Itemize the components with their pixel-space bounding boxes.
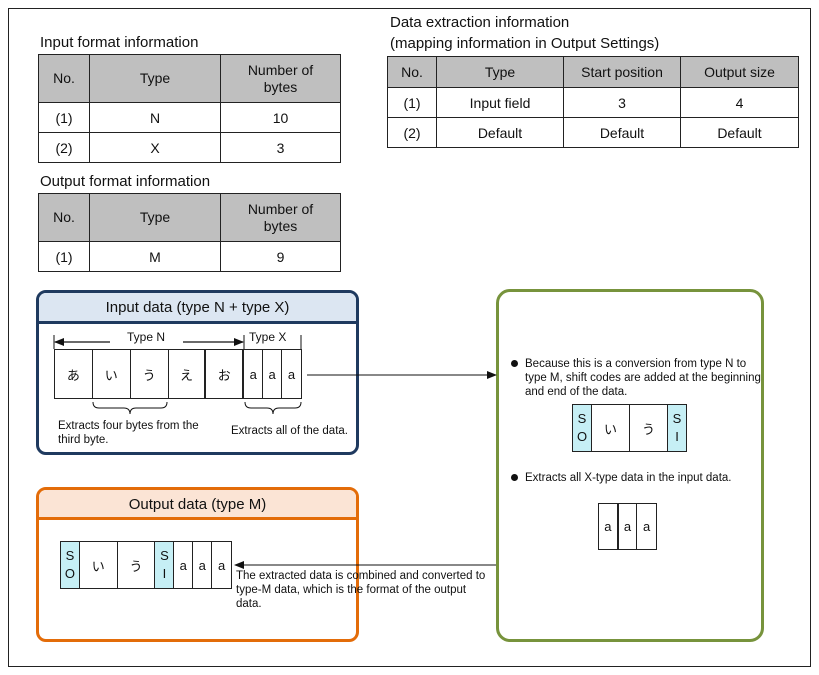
byte-cell: あ: [55, 350, 93, 398]
byte-cell: a: [599, 504, 619, 549]
col-header-type: Type: [436, 56, 564, 88]
byte-cell: う: [131, 350, 169, 398]
byte-cell: え: [169, 350, 207, 398]
cell-no: (1): [387, 87, 437, 118]
cell-type: X: [89, 132, 221, 163]
type-x-label: Type X: [249, 330, 287, 344]
output-byte-cells: S O い う S I a a a: [60, 541, 232, 589]
type-n-label: Type N: [124, 330, 169, 344]
note-extract-n: Extracts four bytes from the third byte.: [58, 420, 199, 446]
bullet-shift-codes-text: Because this is a conversion from type N…: [525, 358, 761, 398]
extraction-title-line1: Data extraction information: [390, 14, 570, 31]
byte-cell: お: [206, 350, 245, 398]
diagram-frame: [8, 8, 811, 667]
process-panel: [496, 289, 764, 642]
input-byte-cells: あ い う え お a a a: [54, 349, 302, 399]
col-header-no: No.: [38, 193, 90, 242]
table-row: (2) X 3: [38, 132, 341, 163]
byte-cell: い: [80, 542, 118, 588]
cell-start-position: Default: [563, 117, 681, 148]
cell-type: M: [89, 241, 221, 272]
cell-output-size: 4: [680, 87, 799, 118]
note-output-combined: The extracted data is combined and conve…: [236, 570, 486, 610]
cell-no: (1): [38, 102, 90, 133]
shift-out-cell: S O: [61, 542, 80, 588]
process-shift-cells: S O い う S I: [572, 404, 687, 452]
output-format-title: Output format information: [40, 173, 211, 190]
table-row: (2) Default Default Default: [387, 117, 799, 148]
col-header-type: Type: [89, 54, 221, 103]
bullet-dot-icon: [511, 474, 518, 481]
cell-type: Input field: [436, 87, 564, 118]
note-extract-x: Extracts all of the data.: [231, 425, 348, 437]
input-format-table: No. Type Number of bytes (1) N 10 (2) X …: [38, 54, 341, 163]
table-row: (1) M 9: [38, 241, 341, 272]
cell-no: (1): [38, 241, 90, 272]
cell-bytes: 9: [220, 241, 341, 272]
cell-no: (2): [38, 132, 90, 163]
extraction-table: No. Type Start position Output size (1) …: [387, 56, 799, 148]
shift-in-cell: S I: [668, 405, 686, 451]
input-data-title: Input data (type N + type X): [39, 293, 356, 324]
bullet-shift-codes: Because this is a conversion from type N…: [511, 357, 771, 399]
byte-cell: a: [287, 366, 296, 382]
bullet-extract-x-text: Extracts all X-type data in the input da…: [525, 472, 732, 484]
shift-out-cell: S O: [573, 405, 592, 451]
byte-cell: a: [643, 519, 651, 534]
byte-cell: a: [244, 350, 264, 398]
process-x-cells: a a a: [598, 503, 657, 550]
table-row: (1) N 10: [38, 102, 341, 133]
shift-out-s: S: [65, 548, 75, 563]
byte-cell: い: [93, 350, 131, 398]
output-format-table: No. Type Number of bytes (1) M 9: [38, 193, 341, 272]
byte-cell: a: [217, 557, 226, 573]
shift-in-i: I: [162, 566, 167, 581]
cell-bytes: 3: [220, 132, 341, 163]
col-header-start-position: Start position: [563, 56, 681, 88]
col-header-bytes: Number of bytes: [220, 193, 341, 242]
shift-out-o: O: [576, 429, 588, 444]
cell-start-position: 3: [563, 87, 681, 118]
byte-cell: う: [630, 405, 668, 451]
bullet-dot-icon: [511, 360, 518, 367]
col-header-bytes: Number of bytes: [220, 54, 341, 103]
col-header-output-size: Output size: [680, 56, 799, 88]
shift-out-o: O: [64, 566, 75, 581]
cell-no: (2): [387, 117, 437, 148]
byte-cell: a: [263, 350, 283, 398]
output-data-title: Output data (type M): [39, 490, 356, 520]
byte-cell: a: [193, 542, 213, 588]
cell-output-size: Default: [680, 117, 799, 148]
shift-in-s: S: [672, 411, 682, 426]
col-header-bytes-text: Number of bytes: [247, 200, 314, 234]
byte-cell: い: [592, 405, 630, 451]
shift-in-s: S: [160, 548, 169, 563]
cell-type: Default: [436, 117, 564, 148]
cell-bytes: 10: [220, 102, 341, 133]
byte-cell: a: [619, 504, 638, 549]
shift-in-i: I: [675, 429, 679, 444]
shift-in-cell: S I: [155, 542, 175, 588]
extraction-title-line2: (mapping information in Output Settings): [390, 35, 660, 52]
col-header-no: No.: [38, 54, 90, 103]
cell-type: N: [89, 102, 221, 133]
table-row: (1) Input field 3 4: [387, 87, 799, 118]
col-header-bytes-text: Number of bytes: [247, 61, 314, 95]
bullet-extract-x: Extracts all X-type data in the input da…: [511, 471, 771, 487]
byte-cell: a: [174, 542, 194, 588]
shift-out-s: S: [577, 411, 587, 426]
byte-cell: う: [118, 542, 156, 588]
input-format-title: Input format information: [40, 34, 199, 51]
col-header-no: No.: [387, 56, 437, 88]
col-header-type: Type: [89, 193, 221, 242]
